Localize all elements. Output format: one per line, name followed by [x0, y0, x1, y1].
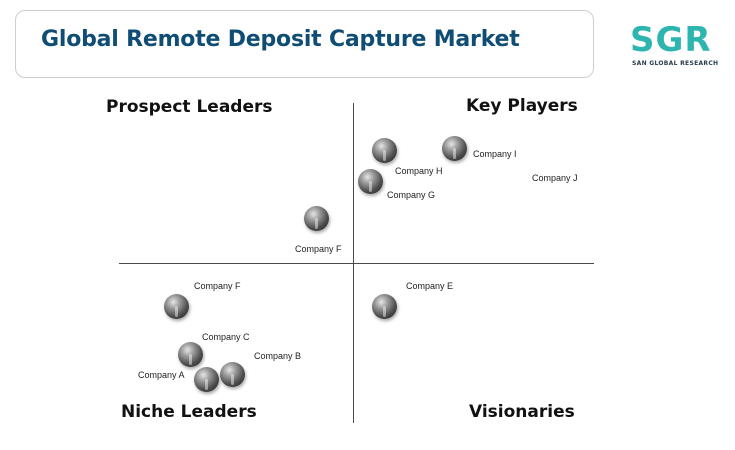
quadrant-niche-leaders: Niche Leaders	[121, 402, 257, 422]
company-h-marker	[372, 138, 397, 163]
company-e-label: Company E	[406, 281, 454, 291]
company-j-label: Company J	[532, 173, 578, 183]
company-b-label: Company B	[254, 351, 302, 361]
company-f-bottom-marker	[164, 294, 189, 319]
company-c-label: Company C	[202, 332, 250, 342]
logo-tagline: SAN GLOBAL RESEARCH	[632, 60, 719, 67]
company-f-top-label: Company F	[295, 244, 342, 254]
company-i-marker	[442, 136, 467, 161]
company-a-label: Company A	[138, 370, 185, 380]
quadrant-visionaries: Visionaries	[469, 402, 575, 422]
company-f-top-marker	[304, 206, 329, 231]
company-g-label: Company G	[387, 190, 436, 200]
quadrant-key-players: Key Players	[466, 96, 578, 116]
company-i-label: Company I	[473, 149, 517, 159]
company-b-marker	[220, 362, 245, 387]
sgr-logo: SGR SAN GLOBAL RESEARCH	[628, 20, 728, 72]
company-f-bottom-label: Company F	[194, 281, 241, 291]
company-e-marker	[372, 294, 397, 319]
logo-mark: SGR	[630, 20, 712, 60]
company-g-marker	[358, 169, 383, 194]
company-c-marker	[178, 342, 203, 367]
horizontal-axis	[119, 263, 594, 264]
title-box: Global Remote Deposit Capture Market	[15, 10, 594, 78]
page-title: Global Remote Deposit Capture Market	[41, 27, 520, 52]
company-h-label: Company H	[395, 166, 443, 176]
company-a-marker	[194, 367, 219, 392]
quadrant-prospect-leaders: Prospect Leaders	[106, 97, 273, 117]
